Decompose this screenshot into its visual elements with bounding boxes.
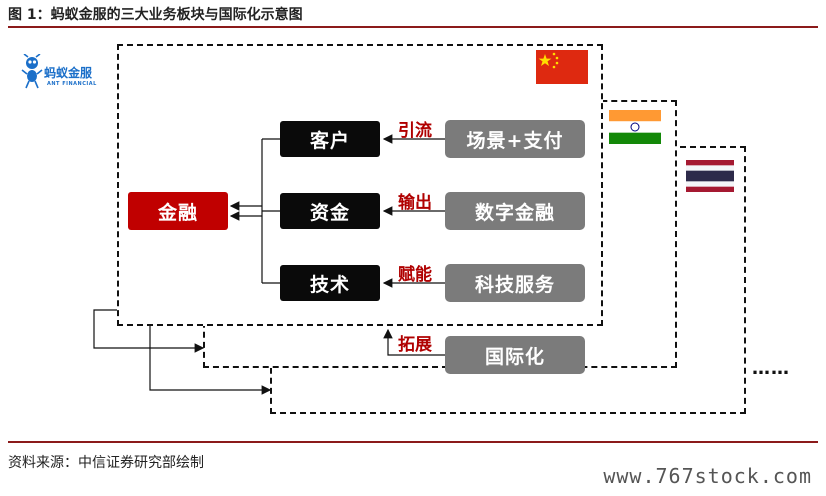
source-note: 资料来源：中信证券研究部绘制 [8, 455, 204, 471]
tech-service-node: 科技服务 [445, 264, 585, 302]
digital-finance-node: 数字金融 [445, 192, 585, 230]
footer-rule [8, 441, 818, 443]
finance-node: 金融 [128, 192, 228, 230]
edge-label-attract: 引流 [398, 121, 432, 141]
scene-payment-node: 场景+支付 [445, 120, 585, 158]
internationalization-node: 国际化 [445, 336, 585, 374]
edge-label-empower: 赋能 [398, 265, 432, 285]
thailand-flag [686, 160, 734, 192]
funds-node: 资金 [280, 193, 380, 229]
ellipsis: …… [752, 358, 790, 379]
tech-node: 技术 [280, 265, 380, 301]
figure-title: 图 1：蚂蚁金服的三大业务板块与国际化示意图 [8, 7, 303, 23]
ant-financial-logo: 蚂蚁金服 ANT FINANCIAL [20, 54, 116, 94]
customer-node: 客户 [280, 121, 380, 157]
logo-sub: ANT FINANCIAL [47, 81, 97, 87]
edge-label-expand: 拓展 [398, 335, 432, 355]
edge-label-output: 输出 [398, 193, 432, 213]
logo-name: 蚂蚁金服 [44, 66, 93, 80]
header-rule [8, 26, 818, 28]
watermark: www.767stock.com [603, 464, 812, 488]
ant-icon [21, 54, 43, 89]
india-flag [609, 110, 661, 144]
china-flag [536, 50, 588, 84]
